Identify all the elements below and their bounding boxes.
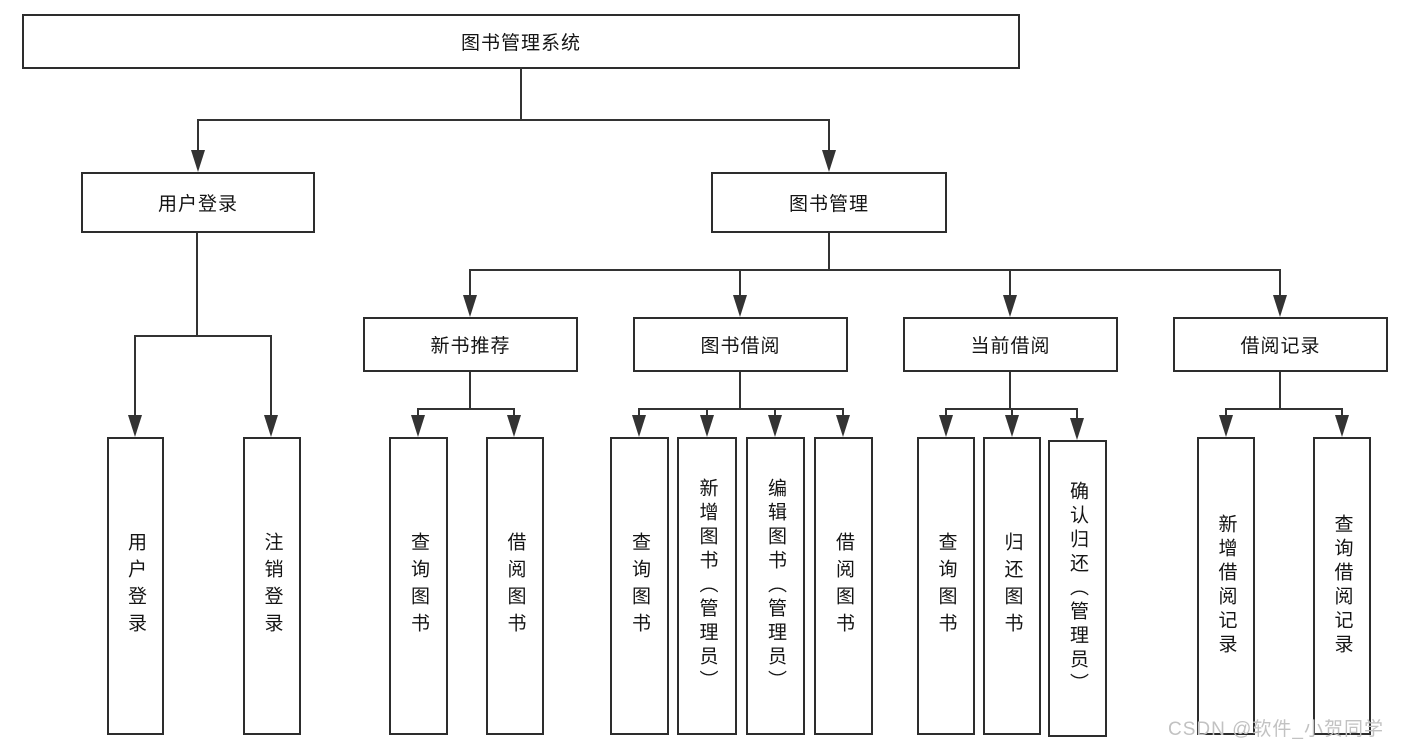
node-root: 图书管理系统 [22,14,1020,69]
node-user-login: 用户登录 [81,172,315,233]
node-root-label: 图书管理系统 [460,33,581,54]
arrow-down-icon [1005,415,1019,437]
edge-to-book-management [828,119,830,152]
arrow-down-icon [128,415,142,437]
edge-leaf-stub [774,408,776,418]
leaf-confirm-return-admin-label: 确认归还（管理员） [1067,480,1088,697]
edge-current-borrowing-stem [1009,372,1011,410]
edge-to-book-borrowing [739,269,741,297]
edge-leaf-stub [842,408,844,418]
leaf-query-borrow-record: 查询借阅记录 [1313,437,1371,735]
leaf-edit-book-admin-label: 编辑图书（管理员） [765,478,786,694]
node-book-management-label: 图书管理 [788,194,869,215]
arrow-down-icon [507,415,521,437]
edge-book-borrowing-rail [638,408,844,410]
leaf-query-books-current-label: 查询图书 [935,532,957,640]
leaf-add-book-admin: 新增图书（管理员） [677,437,737,735]
edge-to-leaf-logout [270,335,272,417]
node-borrowing-records-label: 借阅记录 [1240,336,1321,357]
arrow-down-icon [836,415,850,437]
leaf-query-books-recommend-label: 查询图书 [408,532,429,640]
edge-leaf-stub [1341,408,1343,418]
edge-leaf-stub [1076,408,1078,420]
node-book-management: 图书管理 [711,172,947,233]
leaf-query-books-borrowing: 查询图书 [610,437,669,735]
arrow-down-icon [1335,415,1349,437]
node-book-borrowing: 图书借阅 [633,317,848,372]
arrow-down-icon [632,415,646,437]
edge-to-current-borrowing [1009,269,1011,297]
node-user-login-label: 用户登录 [157,194,238,215]
leaf-query-books-current: 查询图书 [917,437,975,735]
node-borrowing-records: 借阅记录 [1173,317,1388,372]
edge-leaf-stub [706,408,708,418]
edge-new-book-rail [417,408,515,410]
edge-leaf-stub [513,408,515,418]
edge-leaf-stub [1011,408,1013,418]
arrow-down-icon [463,295,477,317]
arrow-down-icon [264,415,278,437]
arrow-down-icon [768,415,782,437]
node-book-borrowing-label: 图书借阅 [700,336,781,357]
edge-root-rail [197,119,830,121]
edge-to-user-login [197,119,199,152]
arrow-down-icon [411,415,425,437]
node-current-borrowing: 当前借阅 [903,317,1118,372]
leaf-borrow-books-borrowing-label: 借阅图书 [833,532,854,640]
leaf-logout-label: 注销登录 [261,532,283,640]
edge-book-management-stem [828,233,830,271]
leaf-query-books-recommend: 查询图书 [389,437,448,735]
leaf-query-borrow-record-label: 查询借阅记录 [1331,514,1353,658]
edge-book-borrowing-stem [739,372,741,410]
watermark-text: CSDN @软件_小贺同学 [1168,719,1384,740]
edge-new-book-stem [469,372,471,410]
edge-leaf-stub [945,408,947,418]
edge-to-leaf-user-login [134,335,136,417]
arrow-down-icon [939,415,953,437]
leaf-borrow-books-recommend: 借阅图书 [486,437,544,735]
arrow-down-icon [1273,295,1287,317]
edge-user-login-rail [134,335,272,337]
leaf-return-book-label: 归还图书 [1001,532,1023,640]
leaf-add-borrow-record-label: 新增借阅记录 [1215,514,1237,658]
edge-book-management-rail [469,269,1281,271]
edge-borrowing-records-rail [1225,408,1343,410]
arrow-down-icon [191,150,205,172]
watermark: CSDN @软件_小贺同学 [1168,714,1384,741]
arrow-down-icon [1070,418,1084,440]
arrow-down-icon [1219,415,1233,437]
edge-leaf-stub [417,408,419,418]
leaf-return-book: 归还图书 [983,437,1041,735]
node-new-book-recommendation: 新书推荐 [363,317,578,372]
leaf-logout: 注销登录 [243,437,301,735]
leaf-borrow-books-borrowing: 借阅图书 [814,437,873,735]
arrow-down-icon [822,150,836,172]
leaf-add-book-admin-label: 新增图书（管理员） [696,478,718,694]
edge-borrowing-records-stem [1279,372,1281,410]
leaf-user-login-label: 用户登录 [125,532,146,640]
leaf-borrow-books-recommend-label: 借阅图书 [504,532,526,640]
leaf-add-borrow-record: 新增借阅记录 [1197,437,1255,735]
node-current-borrowing-label: 当前借阅 [970,336,1051,357]
arrow-down-icon [1003,295,1017,317]
leaf-user-login: 用户登录 [107,437,164,735]
edge-to-new-book [469,269,471,297]
edge-user-login-stem [196,233,198,337]
edge-leaf-stub [638,408,640,418]
edge-root-stem [520,67,522,121]
leaf-confirm-return-admin: 确认归还（管理员） [1048,440,1107,737]
leaf-query-books-borrowing-label: 查询图书 [629,532,650,640]
leaf-edit-book-admin: 编辑图书（管理员） [746,437,805,735]
arrow-down-icon [700,415,714,437]
edge-to-borrowing-records [1279,269,1281,297]
arrow-down-icon [733,295,747,317]
edge-leaf-stub [1225,408,1227,418]
node-new-book-recommendation-label: 新书推荐 [430,336,511,357]
